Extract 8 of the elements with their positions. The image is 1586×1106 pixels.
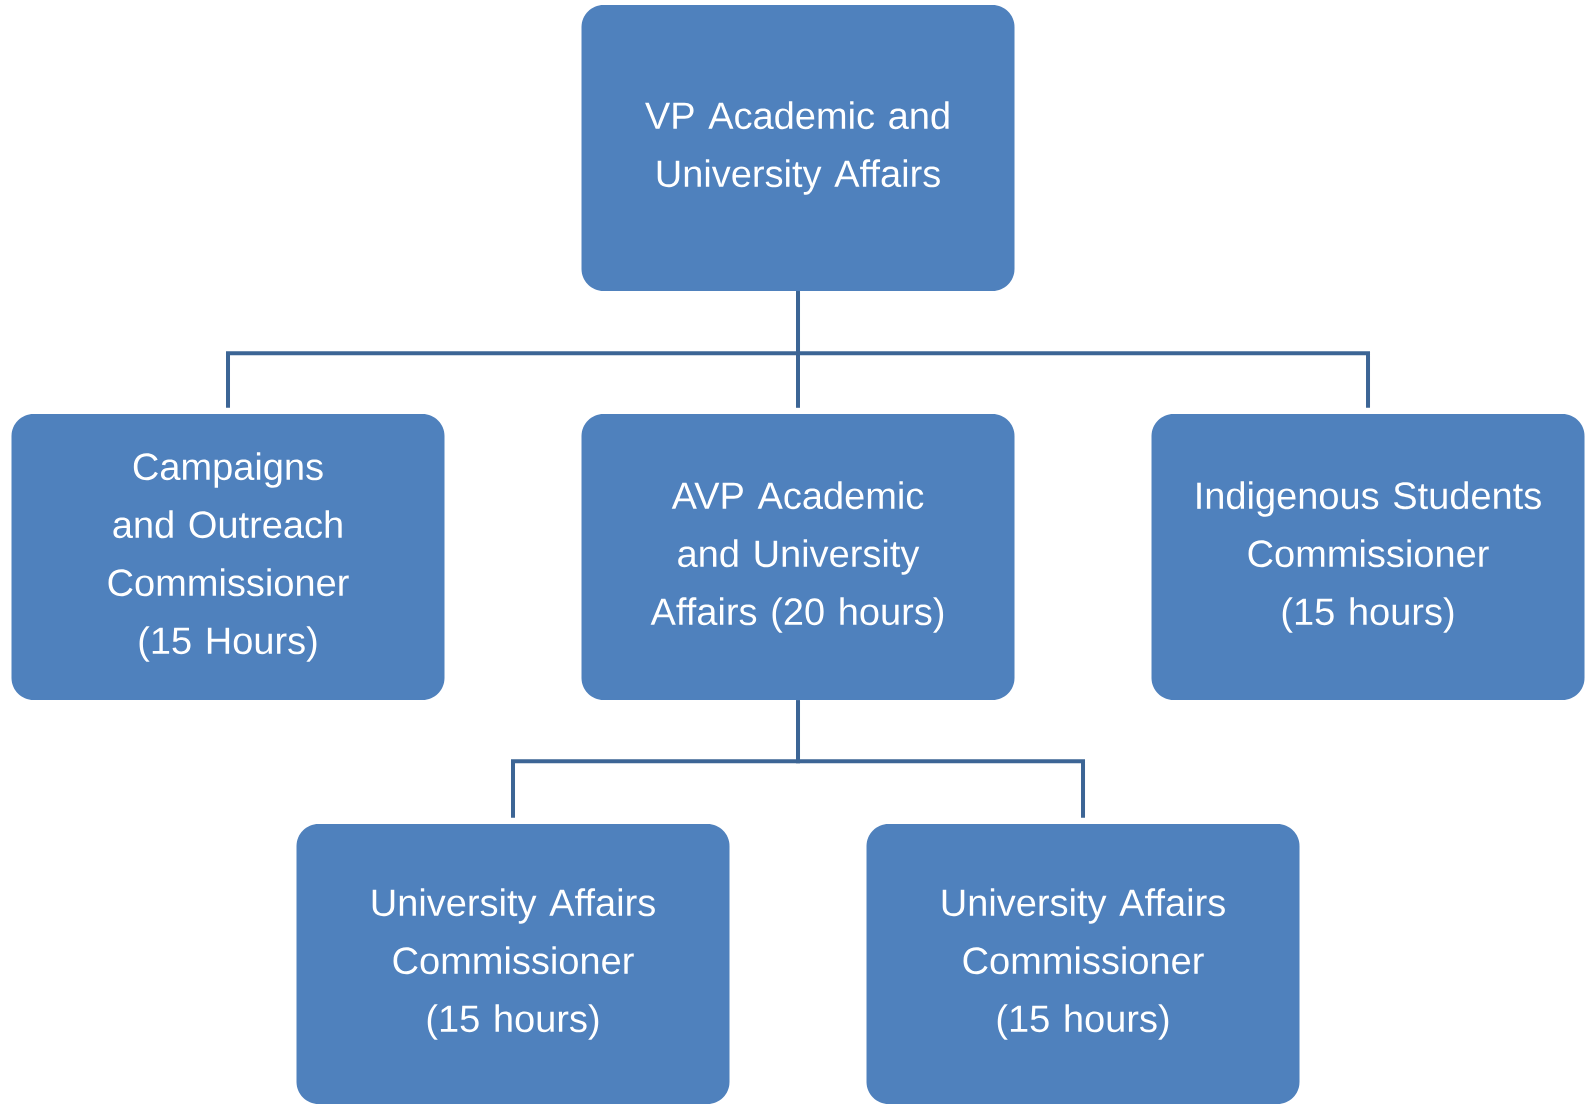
org-box: VP Academic and University Affairs (581, 5, 1015, 291)
connector (796, 700, 1085, 818)
org-box: University Affairs Commissioner (15 hours) (866, 824, 1300, 1104)
connector (796, 291, 1370, 408)
org-box: University Affairs Commissioner (15 hours) (296, 824, 730, 1104)
org-box: Campaigns and Outreach Commissioner (15 Hours) (11, 414, 445, 700)
org-box: AVP Academic and University Affairs (20 hours) (581, 414, 1015, 700)
org-box: Indigenous Students Commissioner (15 hours) (1151, 414, 1585, 700)
